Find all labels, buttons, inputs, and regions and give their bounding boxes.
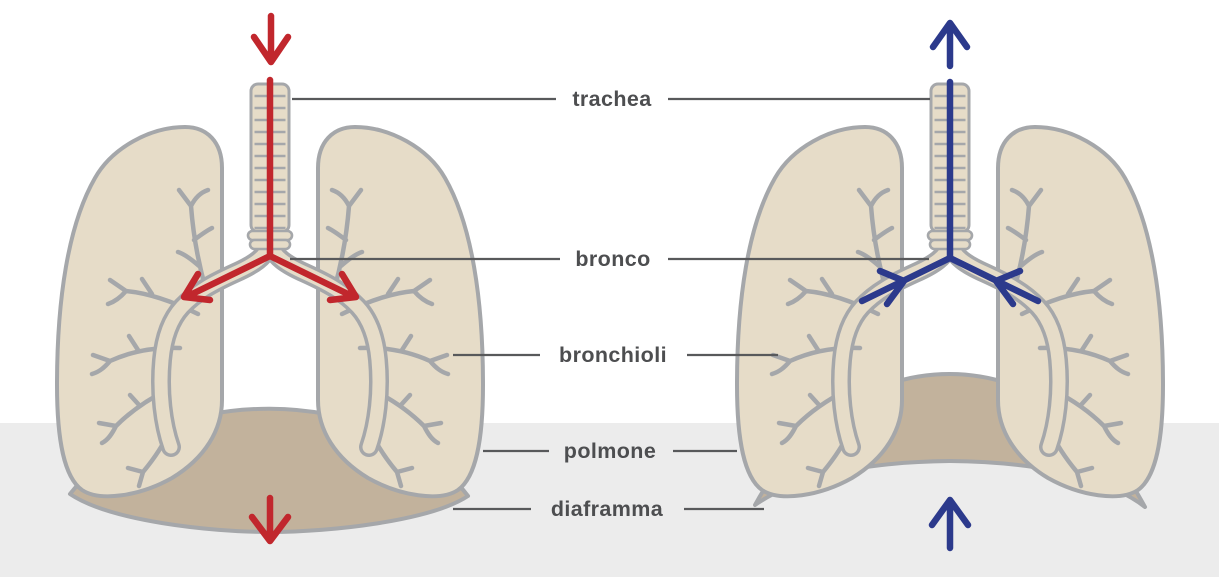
- airflow-branch-right: [946, 254, 1042, 308]
- airflow-arrows-exhale: [858, 19, 1042, 552]
- label-polmone: polmone: [483, 439, 737, 463]
- arrow-down-top: [250, 12, 292, 66]
- airflow-branch-left: [858, 254, 954, 308]
- panel-inhalation: [57, 12, 483, 545]
- arrow-up-bottom: [928, 496, 972, 552]
- airflow-arrows-inhale: [180, 12, 360, 545]
- labels: trachea bronco bronchioli polmone diafra…: [290, 87, 930, 521]
- label-bronchioli: bronchioli: [453, 343, 778, 367]
- label-trachea-text: trachea: [572, 87, 652, 111]
- label-diaframma: diaframma: [453, 497, 764, 521]
- label-trachea: trachea: [292, 87, 930, 111]
- airflow-branch-left: [180, 252, 274, 304]
- label-diaframma-text: diaframma: [551, 497, 664, 521]
- panel-exhalation: [737, 19, 1163, 552]
- airflow-branch-right: [266, 252, 360, 304]
- label-bronco: bronco: [290, 247, 929, 271]
- label-bronco-text: bronco: [575, 247, 650, 271]
- label-polmone-text: polmone: [564, 439, 656, 463]
- label-bronchioli-text: bronchioli: [559, 343, 667, 367]
- arrow-up-top: [929, 19, 971, 70]
- arrow-down-bottom: [248, 494, 292, 545]
